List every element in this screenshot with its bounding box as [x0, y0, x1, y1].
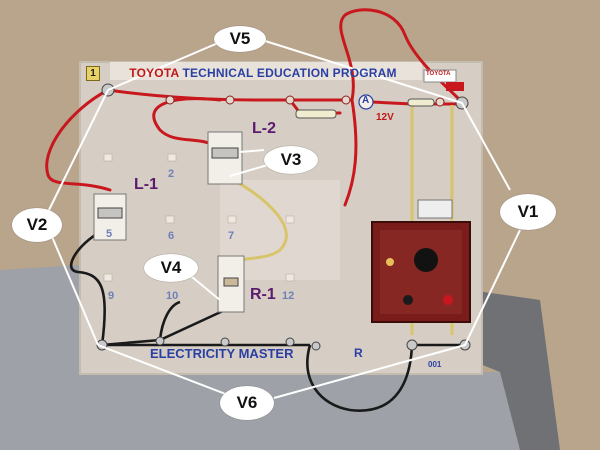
callout-v1: V1	[500, 194, 556, 230]
grid-number: 5	[106, 228, 113, 240]
power-jack-black	[403, 295, 413, 305]
lamp-l2-socket	[211, 147, 239, 159]
resistor-r1-body	[223, 277, 239, 287]
board-r-label: R	[354, 346, 363, 360]
callout-v4: V4	[144, 254, 198, 282]
fuse	[295, 109, 337, 119]
serial-label: 001	[428, 360, 442, 369]
lamp-l1-label: L-1	[134, 176, 158, 193]
power-knob	[414, 248, 438, 272]
red-wires	[45, 8, 464, 207]
small-badge-label: TOYOTA	[426, 71, 451, 77]
table-surface	[0, 265, 520, 450]
board-bottom-label: ELECTRICITY MASTER	[150, 346, 294, 361]
power-led	[386, 258, 394, 266]
ammeter-symbol: A	[362, 95, 370, 106]
callout-v5: V5	[214, 26, 266, 52]
badge-red	[446, 82, 464, 91]
table-edge-shadow	[470, 290, 560, 450]
fuse-right	[407, 98, 435, 107]
board-title-brand: TOYOTA	[129, 66, 179, 80]
grid-number: 6	[168, 230, 175, 242]
callout-v2: V2	[12, 208, 62, 242]
resistor-r1-label: R-1	[250, 286, 276, 303]
grid-number: 9	[108, 290, 115, 302]
top-terminals	[165, 95, 445, 107]
grid-number: 12	[282, 290, 295, 302]
callout-v6: V6	[220, 386, 274, 420]
lamp-l1-socket	[97, 207, 123, 219]
callout-v3: V3	[264, 146, 318, 174]
ammeter	[358, 94, 374, 110]
board-title: TOYOTA TECHNICAL EDUCATION PROGRAM	[108, 66, 418, 80]
power-jack-red	[443, 295, 453, 305]
board-title-rest: TECHNICAL EDUCATION PROGRAM	[178, 66, 397, 80]
lamp-l2-label: L-2	[252, 120, 276, 137]
black-wires	[69, 226, 465, 412]
voltage-label: 12V	[376, 112, 394, 123]
grid-number: 7	[228, 230, 235, 242]
grid-number: 10	[166, 290, 179, 302]
grid-number: 2	[168, 168, 175, 180]
warning-label	[417, 199, 453, 219]
small-badge	[423, 69, 457, 83]
board-corner-tag: 1	[86, 66, 100, 81]
